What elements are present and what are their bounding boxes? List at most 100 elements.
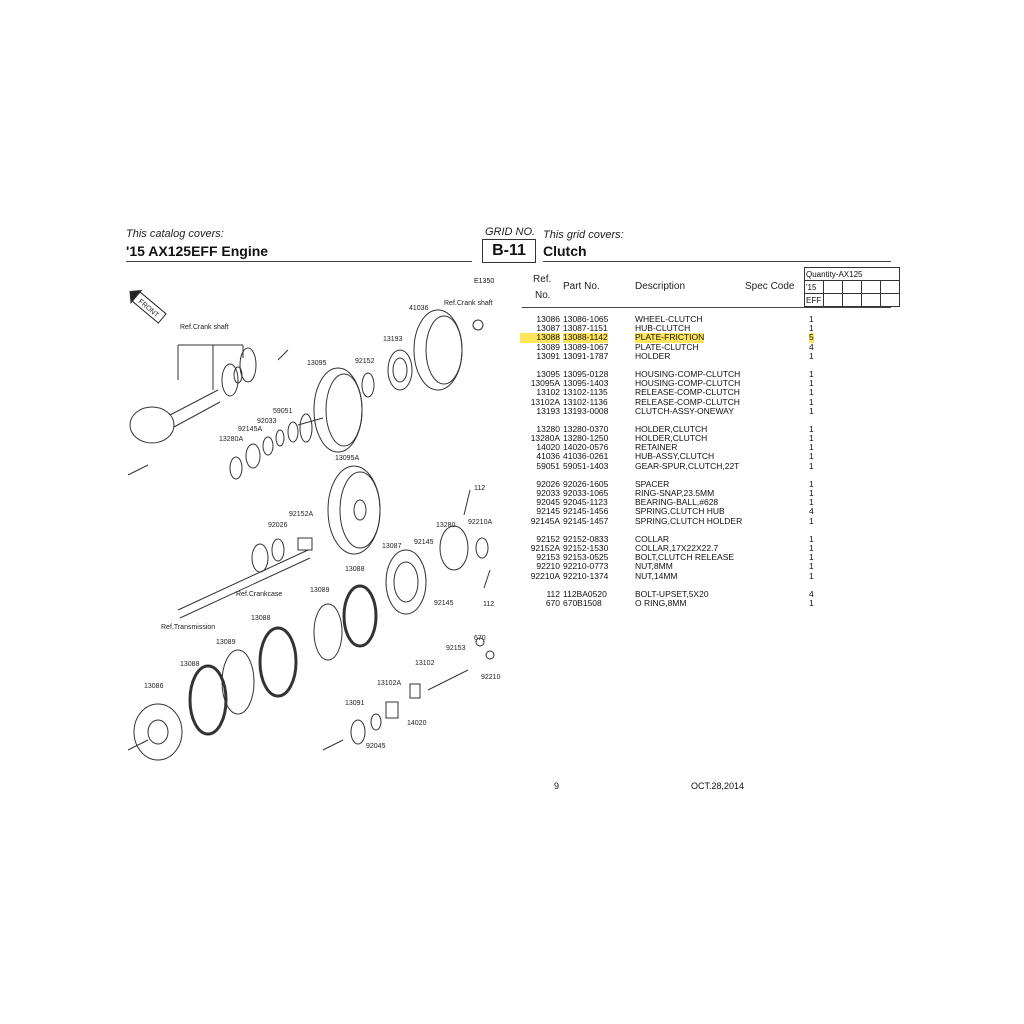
parts-row-quantity: 1 — [809, 378, 814, 389]
parts-row-part-no: 92145-1456 — [563, 506, 609, 517]
parts-row-description: WHEEL-CLUTCH — [635, 314, 703, 324]
parts-row-description: O RING,8MM — [635, 597, 687, 608]
diagram-callout: 112 — [483, 601, 495, 608]
parts-row-part-no: 92152-1530 — [563, 542, 609, 553]
parts-row-description: HOLDER — [635, 350, 671, 361]
parts-row-part-no: 14020-0576 — [563, 442, 609, 453]
parts-row-part-no: 112BA0520 — [563, 588, 607, 599]
year-cell: '15 — [804, 280, 824, 294]
diagram-callout: 13088 — [345, 566, 365, 573]
parts-row-part-no: 92045-1123 — [563, 497, 608, 508]
diagram-callout: Ref.Crank shaft — [444, 300, 493, 307]
parts-row-quantity: 1 — [809, 314, 814, 324]
parts-row-part-no: 13280-0370 — [563, 423, 609, 434]
parts-row-description: HUB-ASSY,CLUTCH — [635, 451, 715, 462]
parts-row-quantity: 1 — [809, 561, 814, 572]
grid-title-rule — [543, 261, 891, 262]
parts-row-quantity: 1 — [809, 387, 814, 398]
parts-row-description: HOUSING-COMP-CLUTCH — [635, 378, 741, 389]
parts-row-part-no: 13280-1250 — [563, 433, 609, 444]
diagram-callout: Ref.Crank shaft — [180, 324, 229, 331]
catalog-title-rule — [126, 261, 472, 262]
parts-row-part-no: 13091-1787 — [563, 350, 609, 361]
catalog-covers-label: This catalog covers: — [126, 228, 224, 240]
parts-row-quantity: 1 — [809, 442, 814, 453]
variant-cell: EFF — [804, 293, 824, 307]
parts-row-ref-no: 92033 — [536, 488, 560, 498]
parts-row-ref-no: 92026 — [536, 478, 560, 489]
clutch-exploded-diagram: FRONT — [127, 289, 495, 761]
parts-row-ref-no: 670 — [545, 597, 560, 608]
parts-row-ref-no: 13102A — [530, 396, 560, 407]
parts-row-part-no: 13086-1065 — [563, 314, 609, 324]
header-description: Description — [635, 281, 686, 292]
diagram-callout: 13091 — [345, 700, 365, 707]
parts-row-description: HOUSING-COMP-CLUTCH — [635, 368, 741, 379]
header-part-no: Part No. — [563, 281, 600, 292]
parts-row-quantity: 1 — [809, 542, 814, 553]
parts-row-quantity: 5 — [809, 332, 814, 343]
diagram-callout: 13087 — [382, 543, 402, 550]
parts-row-quantity: 1 — [809, 350, 814, 361]
parts-row-quantity: 1 — [809, 451, 814, 462]
header-ref: Ref. — [533, 274, 552, 285]
parts-row-quantity: 1 — [809, 597, 814, 608]
parts-row-description: RELEASE-COMP-CLUTCH — [635, 387, 740, 398]
parts-row-description: COLLAR,17X22X22.7 — [635, 542, 719, 553]
front-arrow-icon: FRONT — [129, 289, 167, 324]
diagram-callout: 13102A — [377, 680, 402, 687]
parts-row-ref-no: 13280A — [530, 433, 560, 444]
parts-row-ref-no: 92152 — [536, 533, 560, 544]
parts-row-quantity: 1 — [809, 552, 814, 563]
parts-row-quantity: 1 — [809, 533, 814, 544]
friction-plate-icon — [342, 584, 378, 648]
grid-no-label: GRID NO. — [485, 226, 536, 238]
parts-row-part-no: 92153-0525 — [563, 552, 609, 563]
parts-row-ref-no: 92045 — [536, 497, 560, 508]
parts-row-ref-no: 13095 — [536, 368, 560, 379]
header-spec-code: Spec Code — [745, 281, 795, 292]
parts-row-quantity: 4 — [809, 341, 814, 352]
diagram-callout: 670 — [474, 635, 486, 642]
grid-title: Clutch — [543, 243, 587, 259]
diagram-callout: 92033 — [257, 418, 277, 425]
diagram-callout: 13089 — [310, 587, 330, 594]
parts-row-ref-no: 13089 — [536, 341, 560, 352]
parts-row-quantity: 1 — [809, 478, 814, 489]
parts-row-part-no: 13087-1151 — [563, 323, 608, 334]
parts-row-ref-no: 13087 — [536, 323, 560, 334]
diagram-callout: 92152 — [355, 358, 375, 365]
parts-row-description: NUT,8MM — [635, 561, 673, 572]
parts-row-ref-no: 13102 — [536, 387, 560, 398]
diagram-callout: 112 — [474, 485, 486, 492]
parts-row-ref-no: 13280 — [536, 423, 560, 434]
parts-row-ref-no: 13095A — [530, 378, 560, 389]
parts-row-quantity: 1 — [809, 515, 814, 526]
parts-row-description: BOLT,CLUTCH RELEASE — [635, 552, 735, 563]
parts-row-ref-no: 92145A — [530, 515, 560, 526]
parts-row-part-no: 13088-1142 — [563, 332, 608, 343]
diagram-callout: 92026 — [268, 522, 288, 529]
diagram-callout: 92045 — [366, 743, 386, 750]
parts-row-quantity: 1 — [809, 368, 814, 379]
header-no: No. — [535, 290, 551, 301]
diagram-callout: 13102 — [415, 660, 435, 667]
diagram-callout: 41036 — [409, 305, 429, 312]
parts-row-quantity: 1 — [809, 460, 814, 471]
parts-row-description: GEAR-SPUR,CLUTCH,22T — [635, 460, 740, 471]
parts-row-part-no: 41036-0261 — [563, 451, 609, 462]
parts-row-ref-no: 14020 — [536, 442, 560, 453]
parts-row-ref-no: 13091 — [536, 350, 560, 361]
parts-row-description: RING-SNAP,23.5MM — [635, 488, 715, 498]
parts-row-part-no: 13102-1136 — [563, 396, 608, 407]
parts-row-ref-no: 92210A — [530, 570, 560, 581]
parts-row-part-no: 670B1508 — [563, 597, 602, 608]
diagram-callout: 92145 — [434, 600, 454, 607]
parts-row-description: HOLDER,CLUTCH — [635, 423, 708, 434]
parts-row-description: COLLAR — [635, 533, 670, 544]
diagram-callout: 13089 — [216, 639, 236, 646]
parts-row-description: PLATE-CLUTCH — [635, 341, 699, 352]
parts-row-ref-no: 13086 — [536, 314, 560, 324]
parts-row-part-no: 92145-1457 — [563, 515, 609, 526]
diagram-callout: 13088 — [251, 615, 271, 622]
